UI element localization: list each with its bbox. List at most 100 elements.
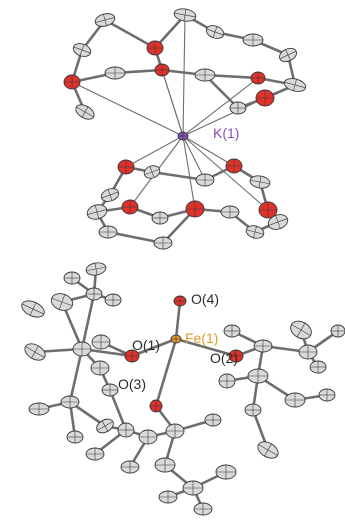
bond-k1-ua2 (182, 14, 186, 137)
atom-la21 (182, 480, 204, 496)
atom-ua20 (100, 188, 120, 202)
atom-ua18 (143, 165, 161, 179)
atom-ra7 (318, 388, 336, 402)
bond-k1-ua17 (125, 135, 184, 168)
atom-ua25 (185, 200, 205, 218)
bond-fe1-o2 (174, 337, 238, 358)
bond-k1-ua19 (182, 135, 235, 167)
label-oxygen-o2: O(2) (210, 350, 238, 366)
label-potassium-k1: K(1) (213, 125, 240, 141)
atom-la12 (66, 430, 84, 444)
bond-ua1-ua3 (103, 18, 157, 50)
atom-ua23 (86, 204, 108, 220)
atom-fe1 (170, 334, 182, 344)
bond-fe1-o1 (130, 337, 178, 358)
bond-la7-la10 (68, 347, 84, 404)
bond-k1-ua14 (182, 97, 266, 137)
bond-la7-la4 (80, 292, 96, 351)
label-oxygen-o3: O(3) (118, 376, 146, 392)
atom-la2 (63, 271, 81, 285)
atom-la6 (21, 300, 45, 318)
atom-la23 (215, 464, 237, 480)
atom-ua24 (121, 199, 139, 215)
atom-la14 (117, 422, 135, 438)
atom-ua15 (75, 104, 95, 120)
bond-k1-ua21 (182, 135, 206, 181)
atom-la5 (104, 293, 122, 307)
atom-ra12 (257, 441, 279, 459)
atom-la9 (90, 360, 110, 376)
atom-ua12 (283, 78, 307, 92)
label-oxygen-o1: O(1) (132, 337, 160, 353)
atom-la22 (193, 502, 213, 516)
bond-k1-ua9 (161, 69, 184, 137)
atom-ra10 (284, 392, 306, 408)
atom-ra3 (290, 320, 312, 340)
atom-o4 (173, 295, 187, 307)
atom-la13 (96, 418, 114, 434)
label-oxygen-o4: O(4) (191, 291, 219, 307)
atom-la8 (24, 343, 46, 361)
atom-ua5 (242, 33, 264, 47)
atom-la4 (85, 287, 103, 301)
atom-ua4 (205, 25, 225, 39)
atom-k1 (177, 131, 189, 141)
atom-la3 (50, 293, 74, 311)
bond-k1-ua13 (71, 81, 184, 137)
atom-ua1 (94, 13, 116, 27)
atom-ua29 (267, 214, 289, 230)
atom-layer (21, 8, 345, 516)
atom-ua27 (151, 211, 169, 225)
atom-la20 (154, 457, 176, 473)
bond-ua30-ua31 (106, 230, 165, 245)
atom-la17 (165, 423, 185, 439)
atom-ra4 (330, 324, 345, 338)
atom-la24 (158, 490, 178, 504)
atom-ua3 (146, 40, 164, 56)
atom-ua16 (229, 101, 247, 115)
atom-ra8 (247, 368, 269, 384)
atom-la1 (85, 262, 107, 276)
atom-ua28 (220, 205, 240, 219)
atom-la15 (85, 447, 105, 461)
atom-ua32 (245, 225, 265, 239)
bond-fe1-o4 (174, 299, 182, 341)
bond-k1-ua11 (182, 77, 259, 137)
atom-ua7 (72, 43, 92, 57)
atom-ra9 (218, 373, 236, 389)
atom-la16 (138, 429, 158, 445)
bond-k1-ua26 (182, 135, 269, 211)
atom-ua9 (154, 63, 170, 77)
label-iron-fe1: Fe(1) (185, 330, 219, 346)
atom-ra1 (223, 324, 241, 338)
atom-ua14 (255, 89, 275, 107)
atom-ua8 (104, 66, 126, 80)
atom-ua17 (117, 159, 135, 175)
atom-o3 (149, 399, 163, 413)
atom-la11 (28, 402, 50, 416)
atom-ra11 (244, 403, 262, 417)
atom-la10 (60, 395, 80, 409)
atom-ua21 (195, 173, 215, 187)
atom-ua2 (173, 8, 197, 22)
atom-ua11 (250, 71, 266, 85)
atom-o1 (124, 349, 140, 363)
atom-ua22 (249, 175, 271, 189)
atom-ua10 (194, 68, 216, 82)
atom-la7 (72, 341, 92, 357)
bond-k1-ua25 (182, 135, 196, 210)
atom-ua26 (258, 201, 278, 219)
bond-fe1-o3 (154, 337, 178, 408)
atom-ua6 (279, 47, 297, 63)
atom-o2 (228, 349, 244, 363)
atom-ra2 (253, 339, 273, 353)
atom-la18 (204, 413, 222, 427)
atom-ra13 (91, 334, 111, 350)
atom-ra5 (298, 344, 318, 360)
atom-ua13 (63, 74, 81, 90)
atom-ua31 (153, 236, 173, 250)
atom-ra14 (101, 383, 119, 397)
atom-la19 (120, 460, 140, 474)
